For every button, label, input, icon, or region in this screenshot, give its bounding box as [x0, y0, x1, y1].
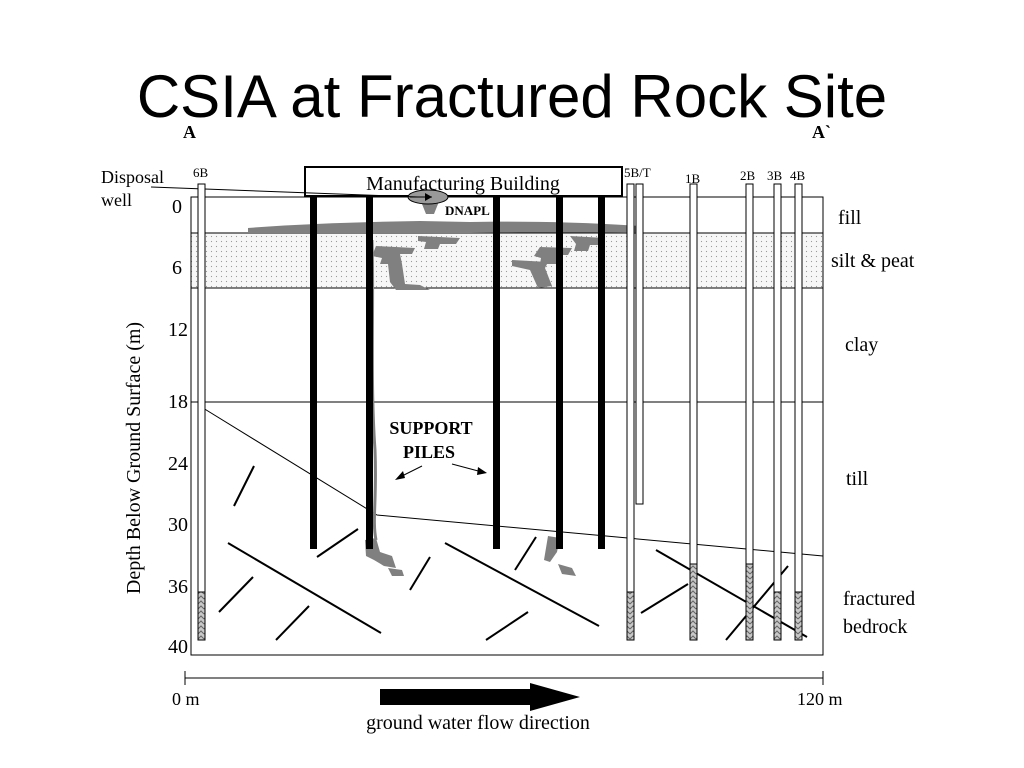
distance-start-label: 0 m: [172, 689, 200, 709]
depth-axis-label: Depth Below Ground Surface (m): [123, 322, 145, 594]
well-label-1b: 1B: [685, 171, 701, 186]
depth-tick: 12: [168, 319, 188, 341]
till-bedrock-boundary: [202, 407, 824, 557]
flow-direction-label: ground water flow direction: [366, 712, 590, 734]
flow-direction-arrow-icon: [380, 683, 580, 711]
support-piles-label: SUPPORT: [389, 418, 472, 438]
depth-tick: 0: [172, 196, 182, 218]
depth-tick: 24: [168, 453, 188, 475]
layer-label-fill: fill: [838, 207, 862, 229]
layer-label-bedrock: bedrock: [843, 616, 907, 638]
well-6b: [197, 183, 206, 641]
well-4b: [794, 183, 803, 641]
monitoring-wells: [197, 183, 803, 641]
dnapl-label: DNAPL: [445, 203, 490, 218]
depth-tick: 18: [168, 391, 188, 413]
arrow-icon: [395, 471, 405, 480]
well-3b: [773, 183, 782, 641]
well-label-3b: 3B: [767, 168, 783, 183]
disposal-well-label-2: well: [101, 190, 132, 210]
arrow-icon: [425, 193, 432, 201]
depth-tick: 30: [168, 514, 188, 536]
section-label-a-prime: A`: [812, 122, 831, 142]
depth-tick: 40: [168, 636, 188, 658]
support-piles: [310, 197, 605, 549]
section-label-a: A: [183, 122, 196, 142]
well-5b: [626, 183, 635, 641]
depth-tick: 6: [172, 257, 182, 279]
layer-label-silt-peat: silt & peat: [831, 250, 915, 272]
depth-tick: 36: [168, 576, 188, 598]
fractures: [218, 465, 808, 641]
well-label-5bt: 5B/T: [624, 165, 651, 180]
manufacturing-building: [304, 166, 623, 197]
layer-label-till: till: [846, 468, 869, 490]
distance-end-label: 120 m: [797, 689, 843, 709]
well-label-2b: 2B: [740, 168, 756, 183]
well-label-4b: 4B: [790, 168, 806, 183]
well-5t: [635, 183, 644, 505]
arrow-icon: [477, 467, 487, 475]
well-label-6b: 6B: [193, 165, 209, 180]
support-piles-label-2: PILES: [403, 442, 455, 462]
slide-title: CSIA at Fractured Rock Site: [136, 63, 888, 130]
disposal-well-label: Disposal: [101, 167, 164, 187]
disposal-well-leader: [150, 186, 419, 198]
building-label: Manufacturing Building: [366, 173, 560, 195]
layer-label-fractured: fractured: [843, 588, 915, 610]
layer-label-clay: clay: [845, 334, 878, 356]
silt-peat-layer: [190, 232, 824, 289]
